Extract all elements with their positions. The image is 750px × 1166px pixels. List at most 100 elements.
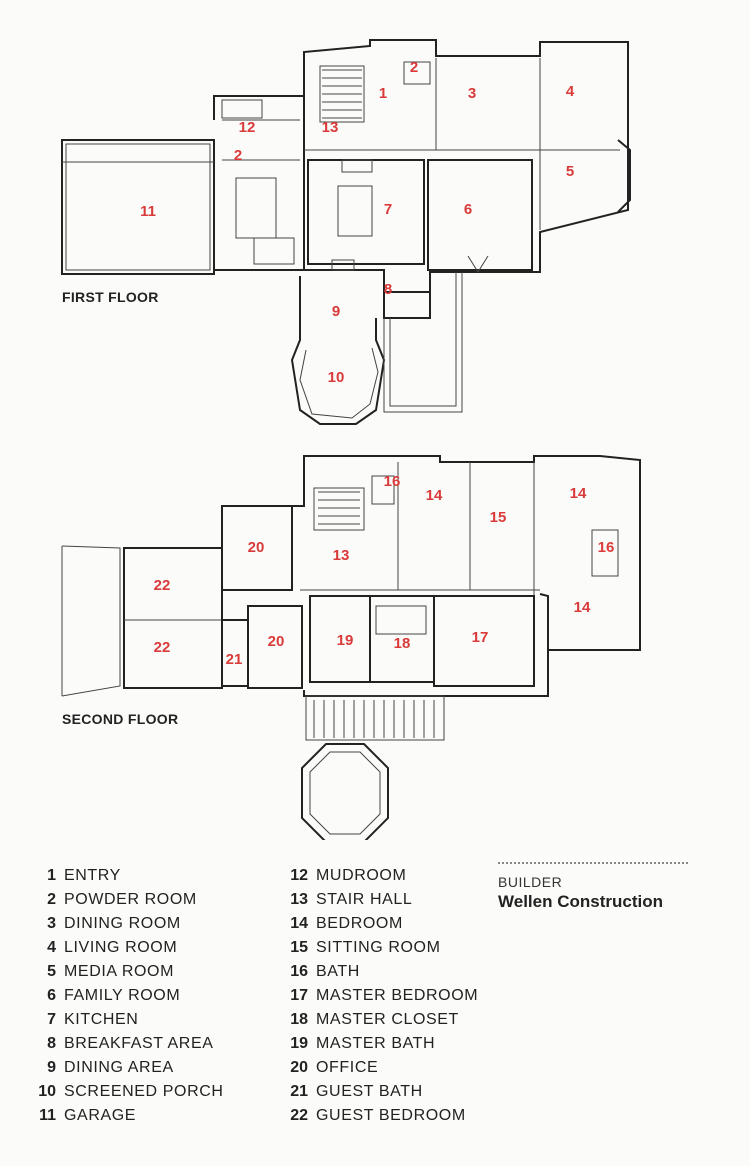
legend-room-name: BATH <box>316 963 360 980</box>
legend-number: 6 <box>47 987 56 1004</box>
room-number-marker: 17 <box>472 629 489 646</box>
room-number-marker: 5 <box>566 163 574 180</box>
legend-number: 9 <box>47 1059 56 1076</box>
room-number-marker: 20 <box>248 539 265 556</box>
room-number-marker: 13 <box>333 547 350 564</box>
legend-item: 2 POWDER ROOM <box>30 888 224 912</box>
legend-room-name: ENTRY <box>64 867 121 884</box>
legend-room-name: SITTING ROOM <box>316 939 441 956</box>
room-number-marker: 14 <box>570 485 587 502</box>
legend-item: 1 ENTRY <box>30 864 224 888</box>
room-number-marker: 2 <box>234 147 242 164</box>
legend-item: 15 SITTING ROOM <box>282 936 478 960</box>
legend-number: 2 <box>47 891 56 908</box>
legend-room-name: GARAGE <box>64 1107 137 1124</box>
legend-item: 20 OFFICE <box>282 1056 478 1080</box>
room-number-marker: 2 <box>410 59 418 76</box>
room-number-marker: 14 <box>574 599 591 616</box>
room-number-marker: 4 <box>566 83 575 100</box>
legend-number: 13 <box>290 891 308 908</box>
legend-number: 1 <box>47 867 56 884</box>
legend-number: 21 <box>290 1083 308 1100</box>
room-number-marker: 22 <box>154 577 171 594</box>
builder-label: BUILDER <box>498 874 563 890</box>
second-floor-plan <box>61 455 641 840</box>
legend-item: 3 DINING ROOM <box>30 912 224 936</box>
legend-number: 12 <box>290 867 308 884</box>
legend-number: 3 <box>47 915 56 932</box>
legend-item: 18 MASTER CLOSET <box>282 1008 478 1032</box>
legend-room-name: SCREENED PORCH <box>64 1083 224 1100</box>
legend-number: 10 <box>38 1083 56 1100</box>
room-number-marker: 19 <box>337 632 354 649</box>
builder-company: Wellen Construction <box>498 892 663 911</box>
legend-number: 5 <box>47 963 56 980</box>
legend-room-name: OFFICE <box>316 1059 379 1076</box>
legend-item: 16 BATH <box>282 960 478 984</box>
legend-room-name: MEDIA ROOM <box>64 963 175 980</box>
legend-number: 16 <box>290 963 308 980</box>
room-number-marker: 16 <box>598 539 615 556</box>
legend-item: 5 MEDIA ROOM <box>30 960 224 984</box>
builder-credit: BUILDER Wellen Construction <box>498 862 688 912</box>
room-number-marker: 14 <box>426 487 443 504</box>
room-number-marker: 9 <box>332 303 340 320</box>
legend-item: 8 BREAKFAST AREA <box>30 1032 224 1056</box>
room-number-marker: 20 <box>268 633 285 650</box>
legend-item: 14 BEDROOM <box>282 912 478 936</box>
room-number-marker: 7 <box>384 201 392 218</box>
legend-room-name: POWDER ROOM <box>64 891 197 908</box>
legend-room-name: KITCHEN <box>64 1011 139 1028</box>
legend-number: 7 <box>47 1011 56 1028</box>
legend-room-name: MASTER BEDROOM <box>316 987 479 1004</box>
room-legend-column-1: 1 ENTRY 2 POWDER ROOM 3 DINING ROOM 4 LIVING RO… <box>30 864 224 1128</box>
legend-item: 6 FAMILY ROOM <box>30 984 224 1008</box>
legend-room-name: MASTER CLOSET <box>316 1011 459 1028</box>
room-number-marker: 21 <box>226 651 243 668</box>
legend-room-name: BREAKFAST AREA <box>64 1035 214 1052</box>
legend-room-name: LIVING ROOM <box>64 939 178 956</box>
legend-room-name: DINING AREA <box>64 1059 174 1076</box>
first-floor-label: FIRST FLOOR <box>62 289 159 305</box>
second-floor-label: SECOND FLOOR <box>62 711 179 727</box>
legend-number: 20 <box>290 1059 308 1076</box>
legend-room-name: MUDROOM <box>316 867 407 884</box>
room-number-marker: 8 <box>384 281 392 298</box>
legend-number: 15 <box>290 939 308 956</box>
first-floor-plan <box>61 39 631 425</box>
legend-item: 11 GARAGE <box>30 1104 224 1128</box>
legend-room-name: FAMILY ROOM <box>64 987 181 1004</box>
room-number-marker: 6 <box>464 201 472 218</box>
room-number-marker: 11 <box>140 203 156 220</box>
room-number-marker: 3 <box>468 85 476 102</box>
legend-room-name: GUEST BATH <box>316 1083 423 1100</box>
room-number-marker: 10 <box>328 369 345 386</box>
legend-item: 21 GUEST BATH <box>282 1080 478 1104</box>
room-number-marker: 18 <box>394 635 411 652</box>
legend-number: 11 <box>39 1107 56 1124</box>
legend-room-name: GUEST BEDROOM <box>316 1107 466 1124</box>
legend-number: 22 <box>290 1107 308 1124</box>
room-number-marker: 15 <box>490 509 507 526</box>
legend-item: 7 KITCHEN <box>30 1008 224 1032</box>
legend-item: 9 DINING AREA <box>30 1056 224 1080</box>
legend-number: 19 <box>290 1035 308 1052</box>
legend-number: 18 <box>290 1011 308 1028</box>
legend-item: 19 MASTER BATH <box>282 1032 478 1056</box>
legend-room-name: MASTER BATH <box>316 1035 436 1052</box>
legend-number: 14 <box>290 915 308 932</box>
legend-number: 8 <box>47 1035 56 1052</box>
legend-number: 4 <box>47 939 56 956</box>
legend-item: 12 MUDROOM <box>282 864 478 888</box>
room-number-marker: 1 <box>379 85 387 102</box>
legend-room-name: BEDROOM <box>316 915 403 932</box>
room-number-marker: 22 <box>154 639 171 656</box>
legend-room-name: DINING ROOM <box>64 915 181 932</box>
legend-item: 4 LIVING ROOM <box>30 936 224 960</box>
room-number-marker: 12 <box>239 119 256 136</box>
legend-item: 22 GUEST BEDROOM <box>282 1104 478 1128</box>
